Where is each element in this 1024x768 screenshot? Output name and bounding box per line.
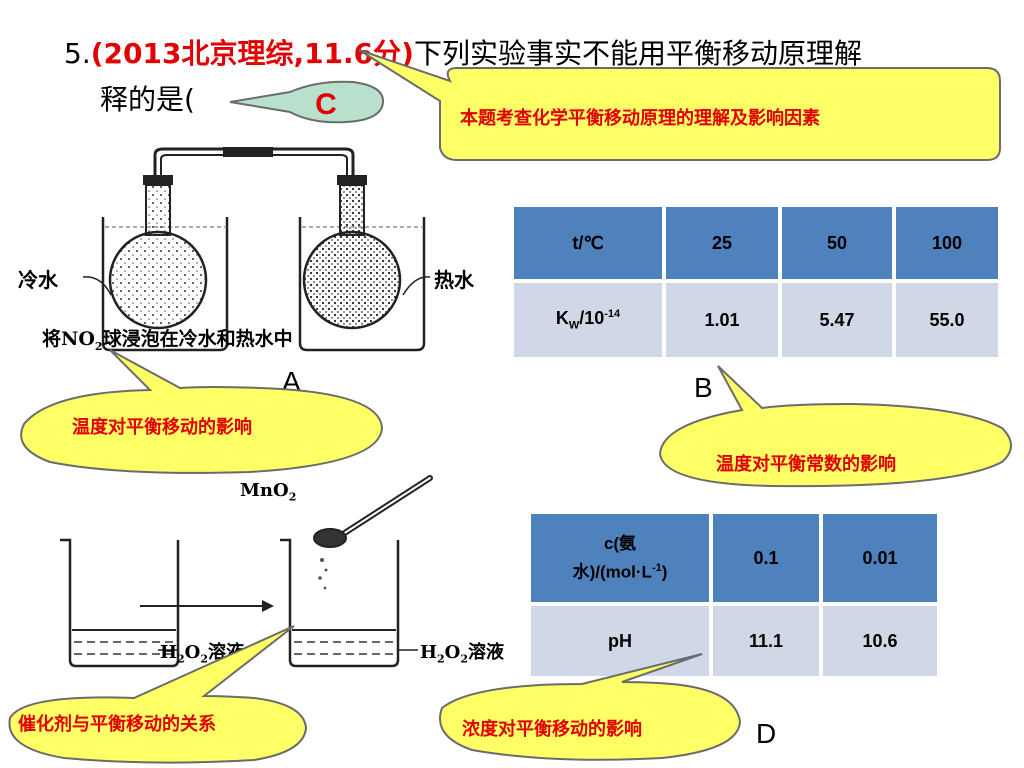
answer-bubble: C (229, 80, 385, 124)
table-d: c(氨 水)/(mol·L-1) 0.1 0.01 pH 11.1 10.6 (529, 512, 939, 678)
table-d-header-label: c(氨 水)/(mol·L-1) (529, 512, 711, 604)
topic-callout: 本题考查化学平衡移动原理的理解及影响因素 (460, 108, 820, 129)
table-d-header-001: 0.01 (821, 512, 939, 604)
figure-a-flasks (82, 147, 431, 352)
callout-c: 催化剂与平衡移动的关系 (18, 714, 216, 735)
table-b: t/℃ 25 50 100 KW/10-14 1.01 5.47 55.0 (512, 205, 1000, 359)
hot-water-label: 热水 (434, 268, 474, 292)
question-source: (2013北京理综,11.6分) (90, 37, 414, 70)
label-b: B (694, 372, 713, 403)
right-solution-label: H2O2溶液 (420, 642, 505, 666)
callout-b-shape (658, 365, 1012, 488)
table-b-value-25: 1.01 (664, 281, 780, 359)
figure-c-beakers (60, 475, 433, 668)
question-number: 5. (64, 37, 91, 70)
table-d-value-01: 11.1 (711, 604, 821, 678)
label-d: D (756, 718, 777, 749)
answer-letter: C (315, 88, 337, 121)
table-b-header-t: t/℃ (512, 205, 664, 281)
table-b-row-label: KW/10-14 (512, 281, 664, 359)
table-b-value-100: 55.0 (894, 281, 1000, 359)
table-d-value-001: 10.6 (821, 604, 939, 678)
question-line-1: 5.(2013北京理综,11.6分)下列实验事实不能用平衡移动原理解 (64, 32, 862, 72)
callout-d-shape (439, 653, 742, 761)
table-d-header-01: 0.1 (711, 512, 821, 604)
question-text-part2: 释的是( (100, 83, 195, 116)
topic-callout-shape (358, 49, 1001, 161)
callout-b: 温度对平衡常数的影响 (716, 454, 896, 475)
table-b-value-50: 5.47 (780, 281, 894, 359)
table-b-header-50: 50 (780, 205, 894, 281)
question-text-part1: 下列实验事实不能用平衡移动原理解 (413, 37, 862, 70)
cold-water-label: 冷水 (18, 268, 58, 292)
mno2-label: MnO2 (240, 480, 297, 504)
callout-a-shape (20, 349, 384, 474)
callout-d: 浓度对平衡移动的影响 (462, 719, 642, 740)
callout-c-shape (8, 625, 308, 764)
table-d-row-label: pH (529, 604, 711, 678)
figure-a-caption: 将NO2球浸泡在冷水和热水中 (42, 328, 293, 353)
table-b-header-25: 25 (664, 205, 780, 281)
callout-a: 温度对平衡移动的影响 (72, 417, 252, 438)
question-line-2: 释的是( (100, 78, 195, 118)
table-b-header-100: 100 (894, 205, 1000, 281)
